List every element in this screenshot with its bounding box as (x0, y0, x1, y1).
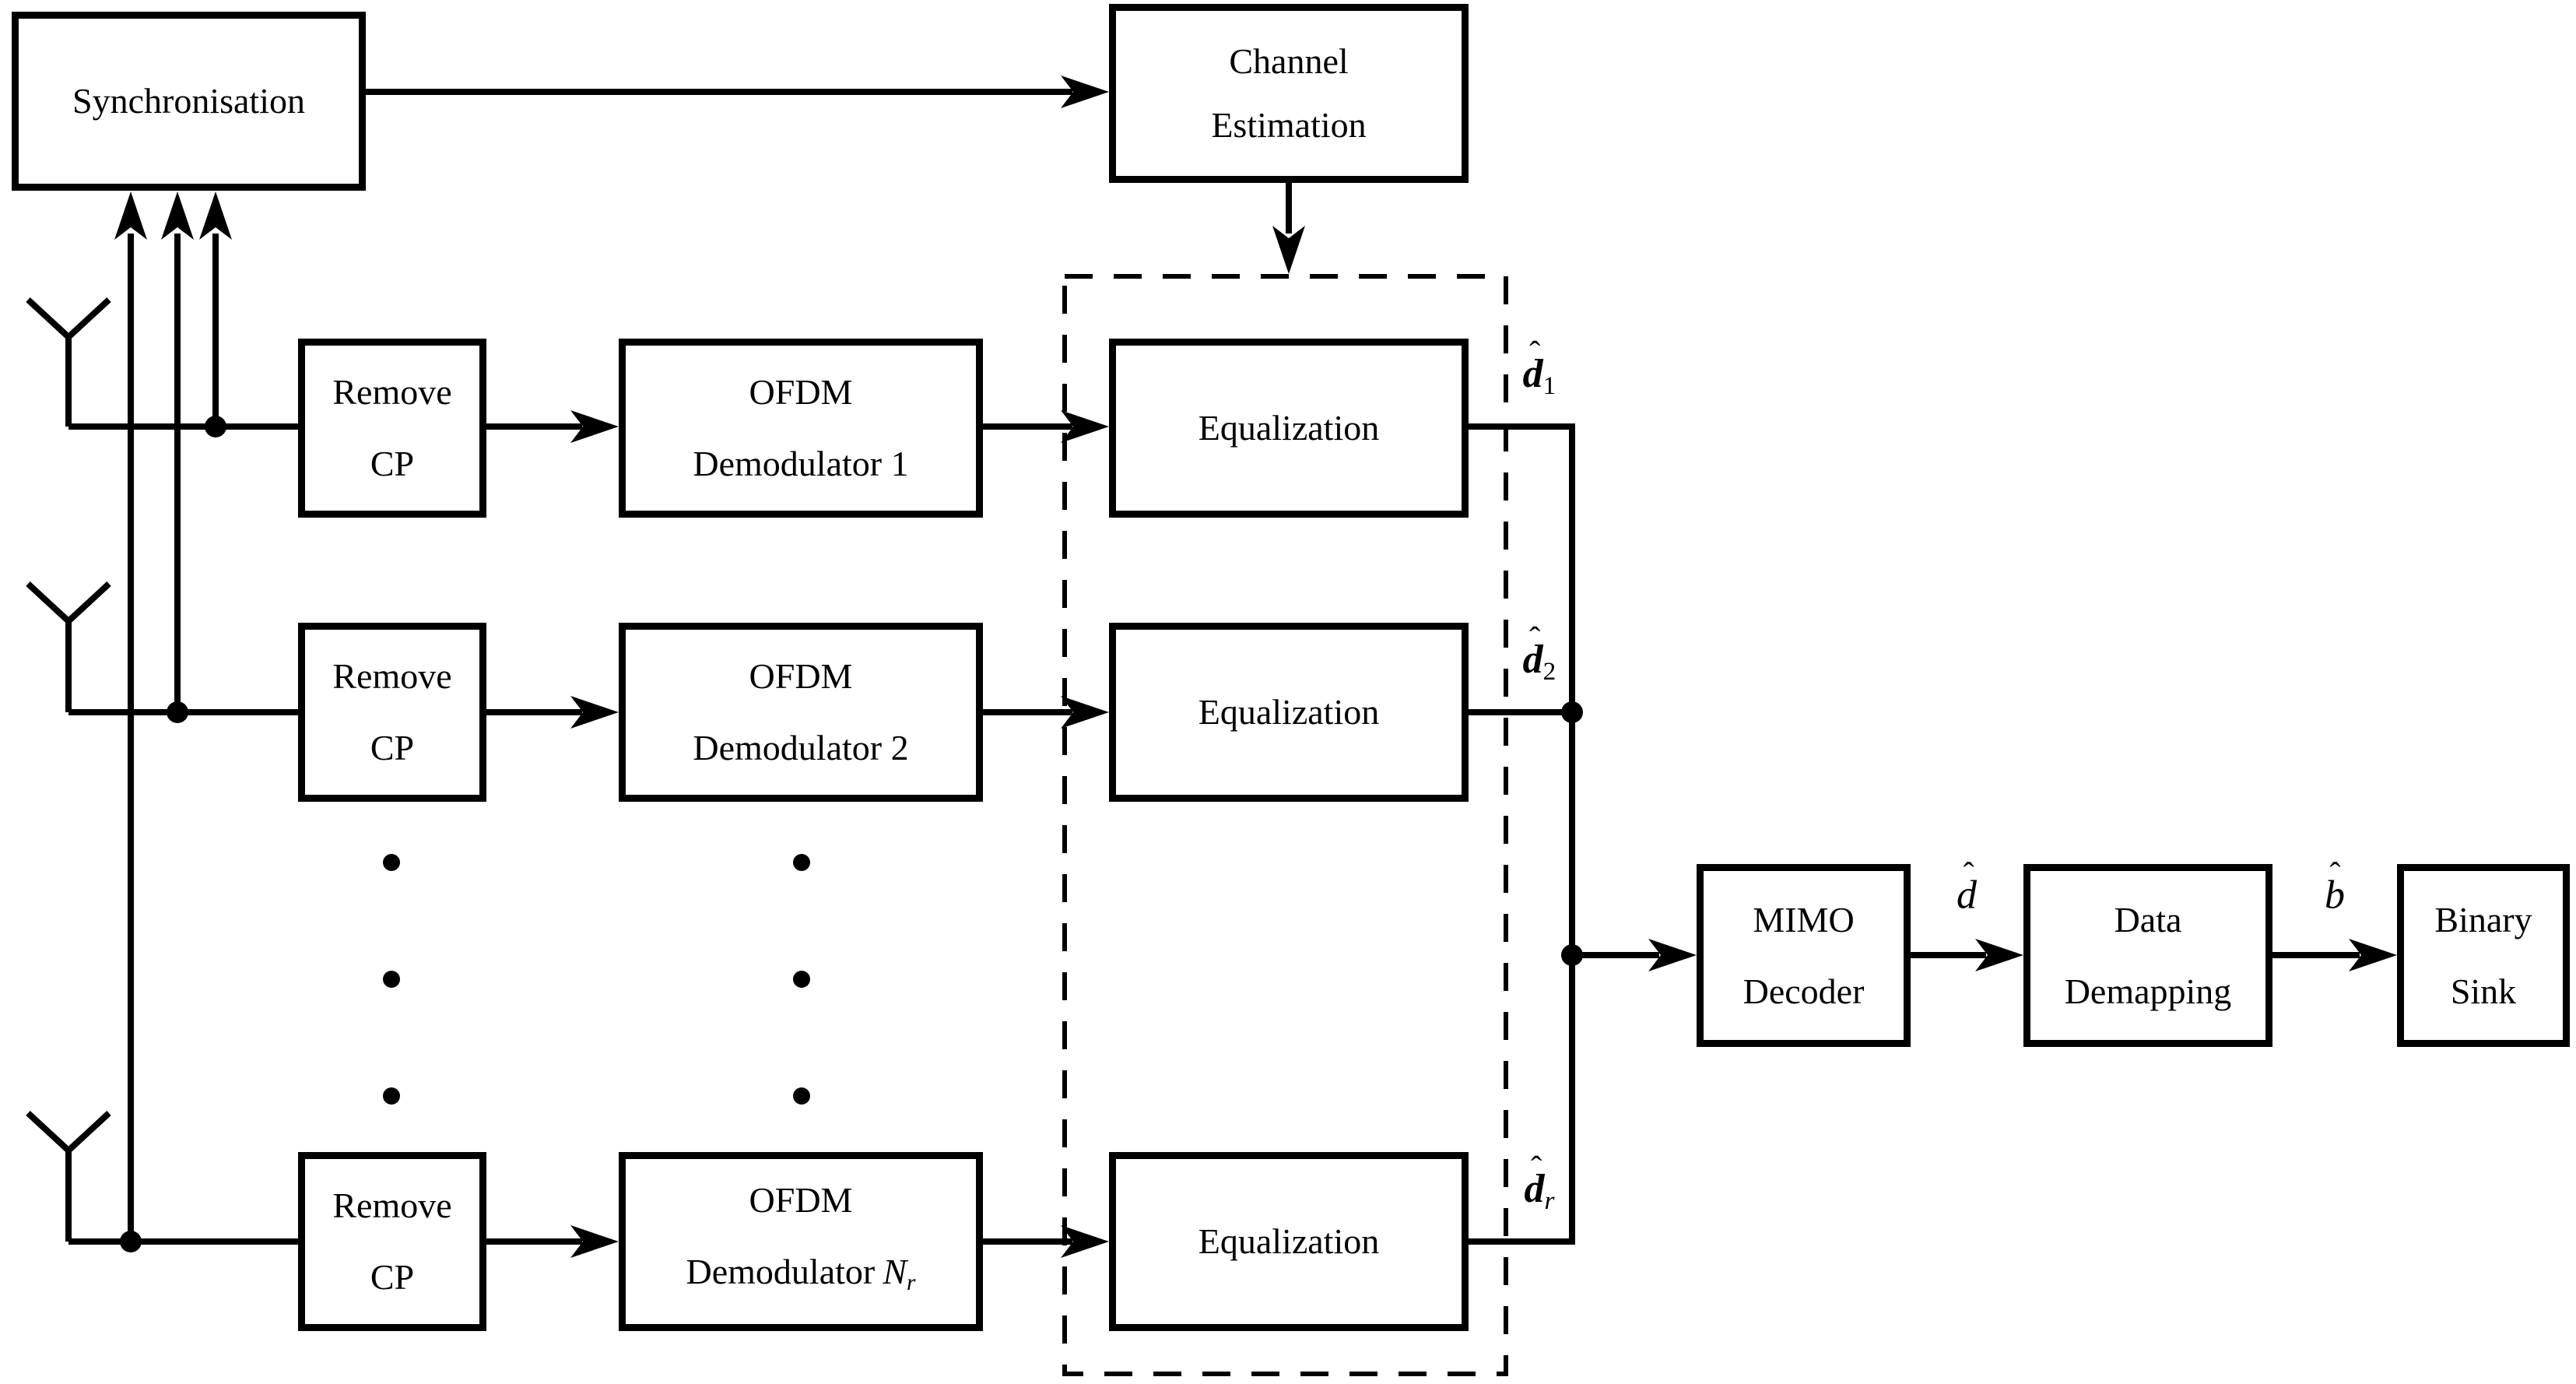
equalization-box-2: Equalization (1109, 623, 1469, 802)
binary-sink-line1: Binary (2434, 899, 2532, 940)
data-demapping-box: Data Demapping (2023, 864, 2272, 1047)
ofdm-demod-nr-line2-var: Nr (883, 1251, 916, 1296)
removecp-to-ofdm-arrowheads (570, 410, 619, 1258)
remove-cp-box-2: Remove CP (298, 623, 486, 802)
mimo-decoder-line2: Decoder (1742, 971, 1865, 1011)
mimo-to-demap-arrow (1911, 939, 2023, 971)
remove-cp-line2: CP (370, 444, 415, 483)
equalizer-output-bus (1469, 423, 1575, 1245)
remove-cp-line2: CP (370, 1257, 415, 1297)
hat-accent: ˆ (1529, 620, 1541, 657)
equalization-label: Equalization (1198, 408, 1380, 448)
antenna-icon-3 (26, 1111, 111, 1242)
remove-cp-line1: Remove (332, 1186, 452, 1225)
ofdm-demodulator-1-box: OFDM Demodulator 1 (619, 339, 983, 518)
junction-dots (120, 416, 1583, 1252)
remove-cp-box-1: Remove CP (298, 339, 486, 518)
ofdm-demod-2-line1: OFDM (749, 656, 853, 696)
ofdm-demod-nr-line2-prefix: Demodulator (686, 1251, 876, 1291)
equalization-label: Equalization (1198, 692, 1380, 732)
vertical-ellipsis-right (793, 854, 810, 1105)
hat-accent: ˆ (1529, 334, 1541, 371)
antenna-icon-2 (26, 581, 111, 712)
remove-cp-line1: Remove (332, 656, 452, 696)
demap-to-sink-arrow (2272, 939, 2397, 971)
channel-estimation-line2: Estimation (1211, 105, 1367, 145)
remove-cp-line2: CP (370, 728, 415, 768)
removecp-to-ofdm-arrows (486, 423, 582, 1245)
synchronisation-label: Synchronisation (72, 81, 305, 121)
ofdm-demod-1-line2: Demodulator 1 (693, 444, 909, 483)
sync-to-chanest-arrow (364, 76, 1109, 108)
chanest-down-arrow (1272, 181, 1305, 274)
data-demapping-line1: Data (2114, 899, 2182, 940)
ofdm-demodulator-2-box: OFDM Demodulator 2 (619, 623, 983, 802)
hat-accent: ˆ (1531, 1149, 1542, 1186)
binary-sink-line2: Sink (2450, 971, 2517, 1011)
equalization-label: Equalization (1198, 1221, 1380, 1261)
ofdm-to-eq-arrows (983, 423, 1072, 1245)
channel-estimation-box: Channel Estimation (1109, 4, 1469, 183)
channel-estimation-line1: Channel (1229, 41, 1349, 81)
sync-tap-wires (128, 234, 219, 1242)
data-demapping-line2: Demapping (2064, 971, 2232, 1011)
remove-cp-line1: Remove (332, 372, 452, 412)
ofdm-demod-1-line1: OFDM (749, 372, 853, 412)
ofdm-demod-2-line2: Demodulator 2 (693, 728, 909, 768)
binary-sink-box: Binary Sink (2397, 864, 2570, 1047)
sync-tap-arrowheads (114, 191, 232, 240)
bus-to-mimo-arrow (1572, 939, 1697, 971)
ofdm-demod-nr-line1: OFDM (749, 1179, 853, 1220)
antenna-icon-1 (26, 297, 111, 427)
hat-accent: ˆ (2329, 855, 2341, 893)
equalization-box-3: Equalization (1109, 1152, 1469, 1331)
equalization-box-1: Equalization (1109, 339, 1469, 518)
hat-accent: ˆ (1963, 855, 1974, 893)
vertical-ellipsis-left (383, 854, 400, 1105)
synchronisation-box: Synchronisation (12, 12, 366, 191)
remove-cp-box-3: Remove CP (298, 1152, 486, 1331)
mimo-decoder-line1: MIMO (1753, 899, 1855, 940)
mimo-decoder-box: MIMO Decoder (1697, 864, 1911, 1047)
ofdm-to-eq-arrowheads (1061, 410, 1109, 1258)
dashed-region (1062, 274, 1508, 1376)
